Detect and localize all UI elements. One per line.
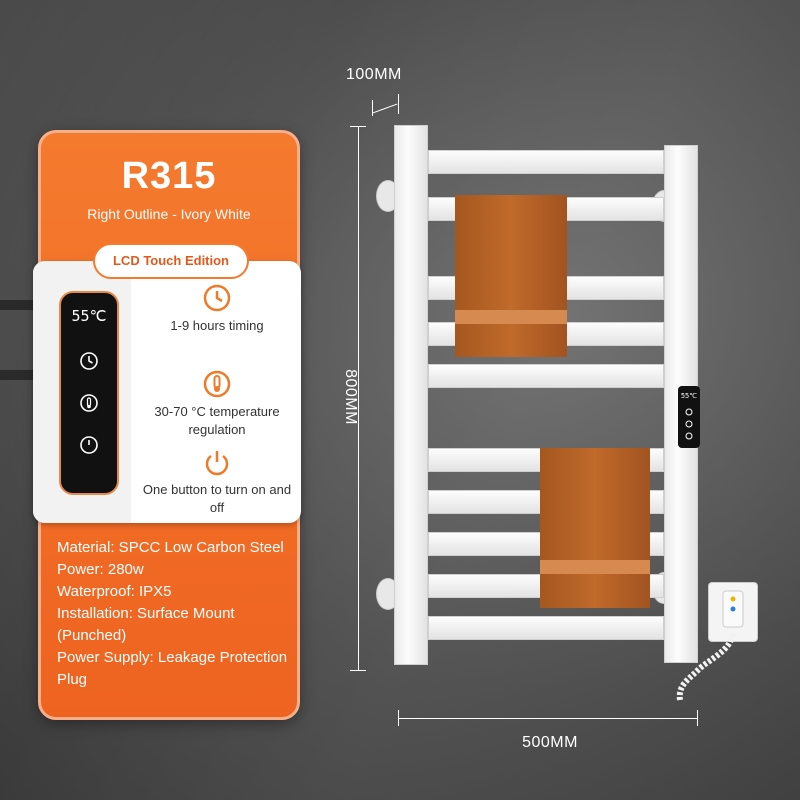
clock-icon (80, 352, 98, 370)
left-rail (394, 125, 428, 665)
features-panel: 55℃ 1-9 hours (33, 261, 301, 523)
height-dimension-line (358, 126, 359, 671)
lcd-control-panel: 55℃ (59, 291, 119, 495)
feature-power-text: One button to turn on and off (142, 482, 292, 515)
wall-shelf (0, 300, 45, 310)
rack-bar (428, 150, 664, 174)
rack-lcd-display: 55℃ (678, 386, 700, 448)
dimension-tick (350, 126, 366, 127)
dimension-tick (372, 100, 373, 116)
towel (455, 195, 567, 357)
control-panel-preview-area: 55℃ (33, 261, 131, 523)
svg-text:55℃: 55℃ (681, 392, 697, 400)
dimension-tick (398, 710, 399, 726)
spec-power: Power: 280w (57, 561, 144, 578)
feature-timing: 1-9 hours timing (137, 283, 297, 335)
specs-list: Material: SPCC Low Carbon Steel Power: 2… (57, 537, 297, 691)
spec-installation: Installation: Surface Mount (Punched) (57, 605, 235, 644)
feature-timing-text: 1-9 hours timing (170, 318, 264, 333)
dimension-tick (697, 710, 698, 726)
leakage-protection-plug (708, 582, 758, 642)
width-dimension-line (398, 718, 698, 719)
thermometer-icon (80, 394, 98, 412)
height-dimension-label: 800MM (342, 369, 359, 425)
product-info-card: R315 Right Outline - Ivory White 55℃ (33, 130, 301, 720)
rack-bar (428, 616, 664, 640)
depth-dimension-label: 100MM (346, 66, 402, 83)
rack-bar (428, 364, 664, 388)
spec-power-supply: Power Supply: Leakage Protection Plug (57, 649, 288, 688)
spec-material: Material: SPCC Low Carbon Steel (57, 539, 284, 556)
towel (540, 448, 650, 608)
thermometer-icon (203, 370, 231, 398)
width-dimension-label: 500MM (522, 734, 578, 751)
power-icon (205, 451, 229, 476)
dimension-tick (350, 670, 366, 671)
model-title: R315 (121, 155, 217, 197)
temperature-readout: 55℃ (71, 307, 107, 325)
power-icon (80, 436, 98, 454)
wall-shelf (0, 370, 45, 380)
dimension-tick (398, 94, 399, 114)
coiled-cord (676, 633, 735, 701)
feature-power: One button to turn on and off (137, 447, 297, 517)
feature-temperature: 30-70 °C temperature regulation (137, 369, 297, 439)
spec-waterproof: Waterproof: IPX5 (57, 583, 172, 600)
feature-temperature-text: 30-70 °C temperature regulation (154, 404, 280, 437)
edition-badge: LCD Touch Edition (93, 243, 249, 279)
clock-icon (203, 284, 231, 312)
variant-subtitle: Right Outline - Ivory White (87, 206, 251, 222)
